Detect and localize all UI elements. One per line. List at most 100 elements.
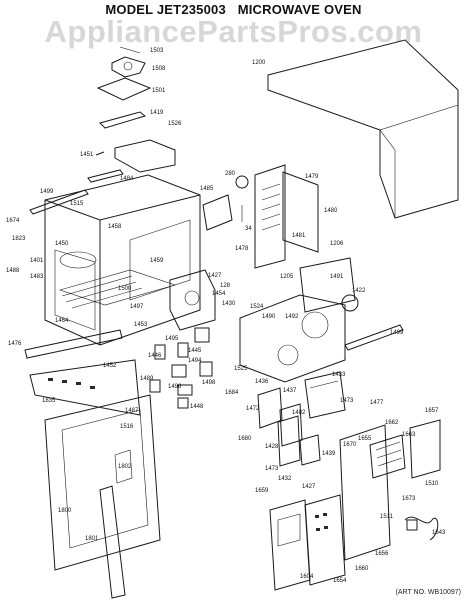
part-label: 1654 bbox=[333, 578, 347, 584]
part-label: 1643 bbox=[432, 530, 446, 536]
part-label: 1491 bbox=[330, 274, 344, 280]
door-assembly bbox=[44, 394, 161, 599]
outer-cabinet bbox=[267, 39, 459, 219]
diagram-title: MODEL JET235003 MICROWAVE OVEN bbox=[0, 2, 467, 17]
part-label: 1499 bbox=[390, 330, 404, 336]
part-label: 1473 bbox=[265, 466, 279, 472]
part-label: 1451 bbox=[80, 152, 94, 158]
part-label: 1499 bbox=[40, 189, 54, 195]
part-label: 1452 bbox=[103, 363, 117, 369]
oven-cavity bbox=[44, 174, 201, 346]
part-label: 1485 bbox=[200, 186, 214, 192]
control-strips bbox=[24, 329, 141, 416]
model-number: MODEL JET235003 bbox=[105, 2, 226, 17]
part-label: 1674 bbox=[6, 218, 20, 224]
transformer bbox=[304, 371, 346, 419]
touch-panel bbox=[269, 494, 346, 591]
top-bracket bbox=[29, 169, 124, 215]
air-duct bbox=[254, 164, 319, 269]
part-label: 1511 bbox=[380, 514, 394, 520]
part-label: 1205 bbox=[280, 274, 294, 280]
part-label: 1484 bbox=[120, 176, 134, 182]
part-label: 1419 bbox=[150, 110, 164, 116]
lamp-parts bbox=[202, 175, 249, 231]
part-label: 1430 bbox=[222, 301, 236, 307]
part-label: 1433 bbox=[332, 372, 346, 378]
part-label: 1656 bbox=[375, 551, 389, 557]
part-label: 1401 bbox=[30, 258, 44, 264]
part-label: 1206 bbox=[330, 241, 344, 247]
part-label: 1500 bbox=[118, 286, 132, 292]
part-labels: 1503 1508 1501 1419 1526 1451 1200 1484 … bbox=[6, 48, 446, 584]
part-label: 1481 bbox=[292, 233, 306, 239]
part-label: 1497 bbox=[130, 304, 144, 310]
part-label: 1483 bbox=[30, 274, 44, 280]
part-label: 1503 bbox=[150, 48, 164, 54]
part-label: 1432 bbox=[278, 476, 292, 482]
switch-cluster bbox=[277, 415, 321, 467]
part-label: 1515 bbox=[70, 201, 84, 207]
part-label: 1673 bbox=[402, 496, 416, 502]
part-label: 1428 bbox=[265, 444, 279, 450]
part-label: 1476 bbox=[8, 341, 22, 347]
waveguide-parts bbox=[99, 111, 176, 173]
part-label: 1453 bbox=[134, 322, 148, 328]
part-label: 1445 bbox=[188, 348, 202, 354]
part-label: 1200 bbox=[252, 60, 266, 66]
part-label: 1488 bbox=[6, 268, 20, 274]
part-label: 34 bbox=[245, 226, 252, 232]
part-label: 1482 bbox=[292, 410, 306, 416]
art-number: (ART NO. WB10097) bbox=[395, 589, 462, 596]
product-name: MICROWAVE OVEN bbox=[237, 2, 362, 17]
screw-1451 bbox=[95, 151, 105, 156]
part-label: 1801 bbox=[85, 536, 99, 542]
wire-harness bbox=[404, 516, 439, 541]
part-label: 1823 bbox=[12, 236, 26, 242]
side-shield bbox=[409, 419, 441, 479]
part-label: 1458 bbox=[108, 224, 122, 230]
part-label: 1477 bbox=[370, 400, 384, 406]
right-bracket bbox=[344, 324, 404, 351]
part-label: 1490 bbox=[262, 314, 276, 320]
interlock-switches bbox=[149, 327, 213, 409]
part-label: 1487 bbox=[125, 408, 139, 414]
part-label: 1657 bbox=[425, 408, 439, 414]
part-label: 1478 bbox=[235, 246, 249, 252]
part-label: 1446 bbox=[148, 353, 162, 359]
part-label: 1454 bbox=[212, 291, 226, 297]
part-label: 1427 bbox=[208, 273, 222, 279]
part-label: 1436 bbox=[255, 379, 269, 385]
part-label: 1494 bbox=[188, 358, 202, 364]
part-label: 1501 bbox=[152, 88, 166, 94]
part-label: 1655 bbox=[358, 436, 372, 442]
part-label: 1802 bbox=[118, 464, 132, 470]
part-label: 1835 bbox=[42, 398, 56, 404]
magnetron bbox=[169, 269, 216, 331]
part-label: 1480 bbox=[324, 208, 338, 214]
part-label: 1437 bbox=[283, 388, 297, 394]
part-label: 1525 bbox=[234, 366, 248, 372]
part-label: 1800 bbox=[58, 508, 72, 514]
part-label: 1680 bbox=[238, 436, 252, 442]
part-label: 128 bbox=[220, 283, 231, 289]
part-label: 1526 bbox=[168, 121, 182, 127]
part-label: 1510 bbox=[425, 481, 439, 487]
part-label: 1439 bbox=[322, 451, 336, 457]
part-label: 1508 bbox=[152, 66, 166, 72]
part-label: 1663 bbox=[402, 432, 416, 438]
part-label: 1448 bbox=[190, 404, 204, 410]
part-label: 1659 bbox=[255, 488, 269, 494]
control-board bbox=[339, 424, 406, 561]
part-label: 1495 bbox=[165, 336, 179, 342]
hv-capacitor bbox=[257, 387, 303, 447]
part-label: 1604 bbox=[300, 574, 314, 580]
part-label: 1427 bbox=[302, 484, 316, 490]
part-label: 1464 bbox=[55, 318, 69, 324]
fan-motor-base bbox=[239, 257, 359, 383]
part-label: 1459 bbox=[150, 258, 164, 264]
part-label: 1489 bbox=[140, 376, 154, 382]
part-label: 1670 bbox=[343, 442, 357, 448]
part-label: 1524 bbox=[250, 304, 264, 310]
